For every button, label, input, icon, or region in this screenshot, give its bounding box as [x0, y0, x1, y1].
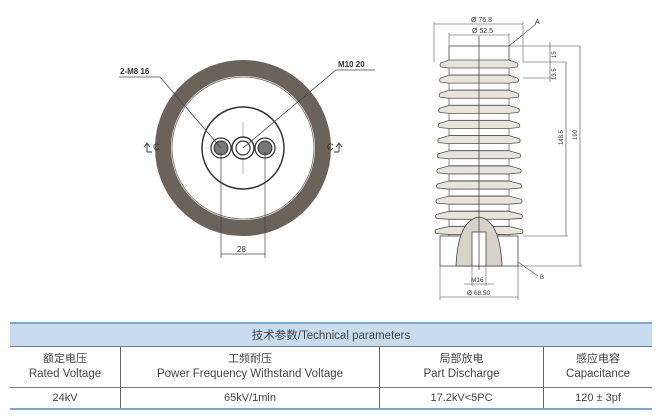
section-mark-right: C	[327, 142, 343, 153]
label-a: A	[535, 19, 540, 26]
svg-text:C: C	[327, 142, 334, 152]
value-part-discharge: 17.2kV<5PC	[379, 387, 544, 410]
label-center-hole: M10 20	[338, 60, 365, 69]
section-mark-left: C	[143, 142, 160, 153]
hole-right	[254, 137, 276, 159]
label-holes: 2-M8 16	[120, 67, 150, 76]
technical-drawing: 2-M8 16 M10 20 28 C C	[119, 17, 582, 300]
dim-total-height: 190	[573, 129, 579, 140]
side-view: Ø 76.8 Ø 52.5 A 15 13.5 148.5 190 B	[433, 17, 582, 300]
leader-a	[508, 23, 537, 47]
leader-holes-diag	[159, 76, 222, 149]
value-rated-voltage: 24kV	[10, 387, 121, 410]
value-power-frequency: 65kV/1min	[120, 387, 380, 410]
leader-b	[517, 261, 539, 277]
svg-text:C: C	[153, 142, 160, 152]
table-row: 24kV 65kV/1min 17.2kV<5PC 120 ± 3pf	[10, 387, 652, 410]
inner-circle	[201, 106, 285, 190]
dim-fin-pitch: 13.5	[552, 68, 558, 80]
inner-ring-edge	[171, 76, 315, 220]
top-view: 2-M8 16 M10 20 28 C C	[119, 60, 375, 258]
dim-top-diameter: Ø 52.5	[472, 28, 493, 35]
dim-thread: M16	[471, 277, 484, 284]
dim-outer-diameter: Ø 76.8	[471, 17, 492, 24]
leader-center-diag	[242, 69, 337, 149]
dim-shed-height: 148.5	[559, 129, 565, 145]
dim-top-height: 15	[552, 51, 558, 58]
dim-base-diameter: Ø 68.50	[467, 290, 491, 297]
label-b: B	[540, 275, 544, 281]
dim-spacing-text: 28	[237, 245, 246, 254]
drawing-canvas: 2-M8 16 M10 20 28 C C	[119, 17, 582, 300]
value-capacitance: 120 ± 3pf	[543, 387, 652, 410]
table-title: 技术参数/Technical parameters	[10, 322, 652, 347]
